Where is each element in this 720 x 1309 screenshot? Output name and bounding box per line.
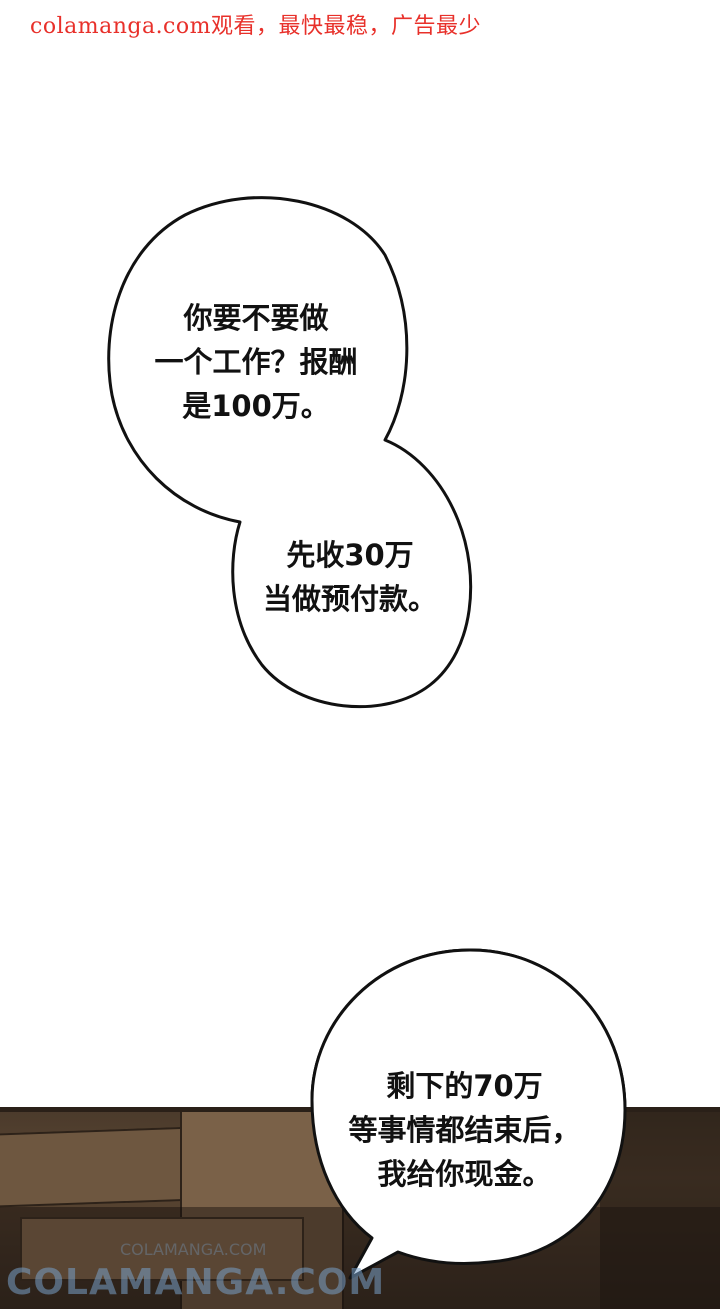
speech-bubble-first: [107, 196, 473, 709]
bubble-line: 是100万。: [182, 389, 330, 423]
bubble-line: 剩下的70万: [386, 1069, 543, 1103]
watermark: COLAMANGA.COM: [6, 1262, 386, 1303]
bubble-line: 先收30万: [286, 538, 414, 572]
bubble-line: 你要不要做: [183, 301, 329, 335]
bubble-line: 一个工作？报酬: [154, 345, 358, 379]
bubble-text-third: 剩下的70万 等事情都结束后， 我给你现金。: [322, 1064, 607, 1196]
bubble-text-second: 先收30万 当做预付款。: [250, 533, 450, 621]
bubble-line: 等事情都结束后，: [348, 1113, 581, 1147]
shadow-area: [600, 1107, 720, 1309]
wooden-beam: [20, 1217, 304, 1281]
site-banner[interactable]: colamanga.com观看，最快最稳，广告最少: [30, 14, 481, 39]
bubble-line: 我给你现金。: [377, 1157, 552, 1191]
watermark-faint: COLAMANGA.COM: [120, 1240, 267, 1259]
bubble-line: 当做预付款。: [262, 582, 437, 616]
bubble-text-first: 你要不要做 一个工作？报酬 是100万。: [130, 296, 382, 428]
